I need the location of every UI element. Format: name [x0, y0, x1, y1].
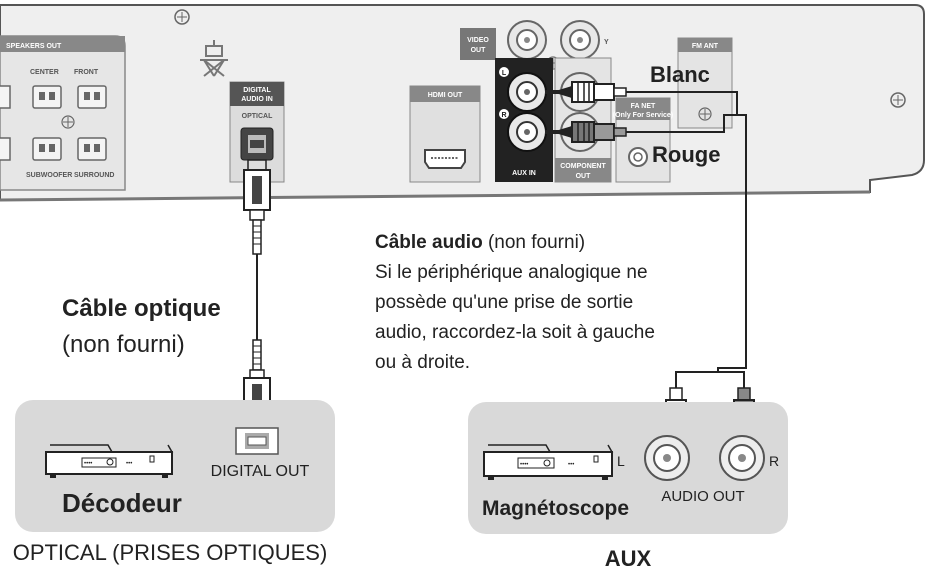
center-terminal [32, 85, 62, 109]
optical-cable [243, 159, 271, 427]
svg-text:••••: •••• [520, 462, 528, 468]
svg-text:R: R [501, 112, 506, 119]
vcr-device-icon: •••• ••• [483, 444, 614, 480]
svg-text:L: L [502, 70, 507, 77]
speakers-out-block: SPEAKERS OUT CENTER FRONT SUBWOOFER SURR… [0, 35, 126, 191]
rouge-label: Rouge [652, 142, 720, 167]
decoder-box: •••• ••• DIGITAL OUT Décodeur [15, 400, 335, 532]
aux-in-block: L R AUX IN [495, 58, 553, 182]
fa-net-port [628, 147, 648, 167]
optical-label: OPTICAL [242, 113, 273, 120]
fa-net-block: FA NET (Only For Service) [613, 97, 673, 183]
center-label: CENTER [30, 69, 59, 76]
fm-ant-label: FM ANT [692, 43, 719, 50]
rca-plug-red [545, 121, 627, 143]
decoder-label: Décodeur [62, 488, 182, 518]
aux-caption: AUX [605, 546, 652, 571]
speakers-out-label: SPEAKERS OUT [6, 43, 62, 50]
fm-ant-block: FM ANT [677, 37, 733, 129]
optical-cable-title: Câble optique [62, 295, 221, 322]
fa-net-label-1: FA NET [631, 103, 656, 110]
aux-in-label: AUX IN [512, 170, 536, 177]
svg-text:•••: ••• [126, 461, 132, 467]
audio-cable-desc-line-1: Si le périphérique analogique ne [375, 262, 648, 283]
digital-out-label: DIGITAL OUT [211, 463, 310, 480]
surround-terminal [77, 137, 107, 161]
digital-audio-in-label-1: DIGITAL [243, 87, 271, 94]
audio-out-label: AUDIO OUT [661, 488, 744, 505]
digital-out-port [235, 427, 279, 455]
fa-net-label-2: (Only For Service) [613, 112, 673, 119]
svg-text:••••: •••• [84, 461, 92, 467]
component-out-block: COMPONENT OUT [554, 57, 612, 183]
audio-cable-desc-line-2: possède qu'une prise de sortie [375, 292, 633, 313]
hdmi-out-label: HDMI OUT [428, 92, 463, 99]
vcr-left-label: L [617, 453, 625, 469]
video-out-block: VIDEO OUT Y [460, 20, 609, 70]
blanc-label: Blanc [650, 62, 710, 87]
audio-cable-wire [626, 91, 747, 388]
front-terminal [77, 85, 107, 109]
audio-cable-heading: Câble audio (non fourni) [375, 232, 585, 253]
subwoofer-terminal [32, 137, 62, 161]
surround-label: SURROUND [74, 172, 114, 179]
svg-text:•••: ••• [568, 462, 574, 468]
video-out-label-1: VIDEO [467, 37, 489, 44]
subwoofer-label: SUBWOOFER [26, 172, 72, 179]
y-label: Y [604, 39, 609, 46]
audio-cable-desc-line-4: ou à droite. [375, 352, 470, 373]
hdmi-out-block: HDMI OUT [409, 85, 481, 183]
vcr-box: •••• ••• L R AUDIO OUT Magnétoscope [468, 402, 788, 534]
component-out-label-1: COMPONENT [560, 163, 606, 170]
screw-icon [174, 9, 190, 25]
digital-audio-in-label-2: AUDIO IN [241, 96, 273, 103]
optical-caption: OPTICAL (PRISES OPTIQUES) [13, 540, 328, 565]
front-label: FRONT [74, 69, 99, 76]
rca-plug-white [545, 81, 627, 103]
audio-cable-desc-line-3: audio, raccordez-la soit à gauche [375, 322, 655, 343]
screw-icon [890, 92, 906, 108]
rear-panel: SPEAKERS OUT CENTER FRONT SUBWOOFER SURR… [0, 4, 925, 202]
vcr-label: Magnétoscope [482, 497, 629, 520]
audio-cable-note: (non fourni) [483, 232, 585, 253]
decoder-device-icon: •••• ••• [45, 444, 174, 478]
video-out-label-2: OUT [471, 47, 487, 54]
fan-icon [200, 40, 228, 77]
optical-cable-note: (non fourni) [62, 331, 185, 358]
component-out-label-2: OUT [576, 173, 592, 180]
vcr-right-label: R [769, 453, 779, 469]
audio-cable-title: Câble audio [375, 232, 483, 253]
